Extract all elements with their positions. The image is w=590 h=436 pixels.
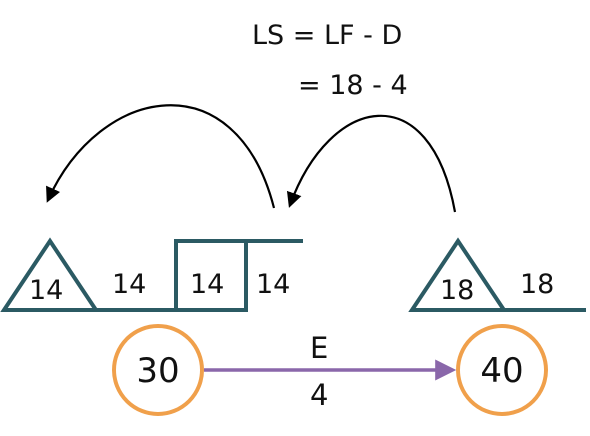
- left-box-value: 14: [190, 269, 224, 300]
- right-value-after-triangle: 18: [520, 269, 554, 300]
- left-triangle-value: 14: [29, 275, 63, 306]
- left-group: 14 14 14 14: [0, 237, 303, 312]
- node-circle: [456, 324, 548, 416]
- left-box: [174, 239, 248, 312]
- curved-arrow-left: [46, 104, 276, 209]
- formula-line-2: = 18 - 4: [298, 70, 408, 101]
- right-triangle-value: 18: [440, 275, 474, 306]
- node-30: 30: [112, 324, 204, 416]
- node-circle: [112, 324, 204, 416]
- curved-arrow-right: [286, 114, 457, 213]
- left-value-after-triangle: 14: [112, 269, 146, 300]
- right-group: 18 18: [408, 237, 586, 312]
- left-value-after-box: 14: [256, 269, 290, 300]
- node-label: 30: [136, 351, 179, 391]
- activity-name: E: [310, 331, 328, 365]
- activity-duration: 4: [310, 378, 328, 412]
- node-label: 40: [480, 351, 523, 391]
- node-40: 40: [456, 324, 548, 416]
- formula-line-1: LS = LF - D: [252, 20, 402, 51]
